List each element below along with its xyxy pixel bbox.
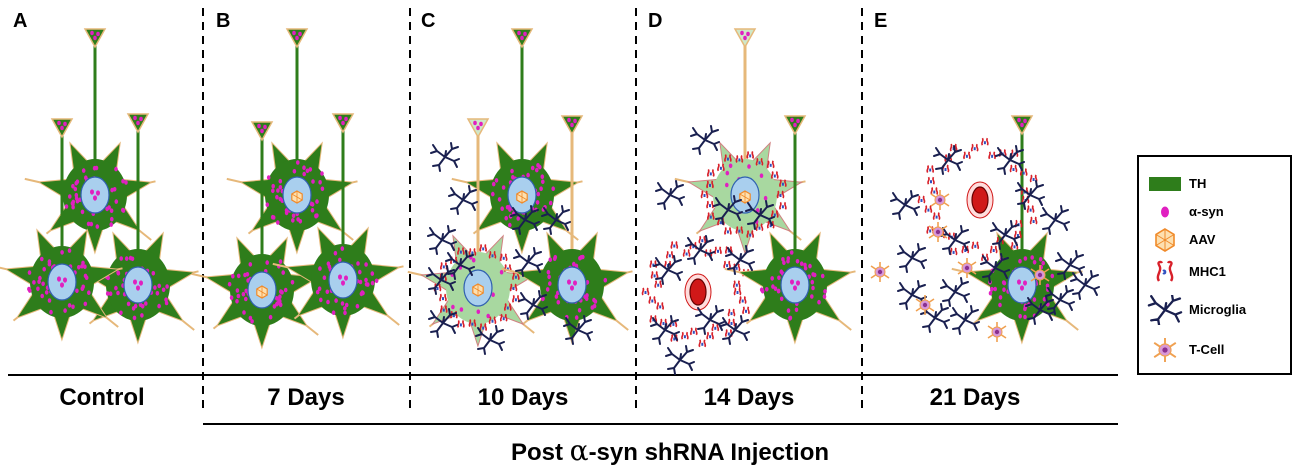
neurons-layer xyxy=(0,29,1082,348)
microglia-cell xyxy=(1071,271,1099,299)
microglia-cell xyxy=(951,306,979,334)
legend-label-mhc1: MHC1 xyxy=(1189,264,1226,279)
microglia-cell xyxy=(449,186,477,214)
bottom-caption: Post α-syn shRNA Injection xyxy=(370,434,970,467)
panel-label-21-days: 21 Days xyxy=(875,384,1075,412)
microglia-cell xyxy=(891,191,919,219)
panel-label-10-days: 10 Days xyxy=(423,384,623,412)
legend-label-th: TH xyxy=(1189,176,1206,191)
legend-item-th: TH xyxy=(1139,169,1289,199)
tcell-icon xyxy=(1147,337,1183,363)
microglia-cell xyxy=(941,278,969,306)
neuron xyxy=(227,29,358,253)
legend-label-tcell: T-Cell xyxy=(1189,342,1224,357)
panel-label-14-days: 14 Days xyxy=(649,384,849,412)
legend: TH α-syn AAV MHC1 xyxy=(1137,155,1292,375)
panel-letter-d: D xyxy=(648,10,662,33)
dying-neuron xyxy=(642,236,749,347)
asyn-dot-icon xyxy=(1147,199,1183,225)
panel-label-7-days: 7 Days xyxy=(206,384,406,412)
th-swatch-icon xyxy=(1147,171,1183,197)
tcell xyxy=(929,222,947,242)
panel-letter-e: E xyxy=(874,10,887,33)
mhc1-icon xyxy=(1147,259,1183,285)
microglia-cell xyxy=(721,316,749,344)
caption-alpha: α xyxy=(570,434,589,467)
microglia-icon xyxy=(1147,295,1183,325)
microglia-cell xyxy=(656,181,684,209)
neuron xyxy=(25,29,156,253)
panel-letter-a: A xyxy=(13,10,27,33)
legend-item-tcell: T-Cell xyxy=(1139,335,1289,365)
microglia-cell xyxy=(428,226,456,254)
microglia-cell xyxy=(431,143,459,171)
microglia-cell xyxy=(696,306,724,334)
legend-label-aav: AAV xyxy=(1189,232,1215,247)
tcell xyxy=(988,322,1006,342)
panel-letter-b: B xyxy=(216,10,230,33)
legend-item-aav: AAV xyxy=(1139,225,1289,255)
microglia-cell xyxy=(691,126,719,154)
aav-hexagon-icon xyxy=(1147,227,1183,253)
neuron xyxy=(452,29,583,253)
legend-item-mhc1: MHC1 xyxy=(1139,257,1289,287)
caption-suffix: -syn shRNA Injection xyxy=(589,439,829,466)
legend-label-microglia: Microglia xyxy=(1189,302,1246,317)
tcell xyxy=(871,262,889,282)
microglia-cell xyxy=(666,346,694,374)
microglia-cell xyxy=(654,256,682,284)
panel-label-control: Control xyxy=(2,384,202,412)
panel-letter-c: C xyxy=(421,10,435,33)
microglia-cell xyxy=(898,244,926,272)
legend-item-asyn: α-syn xyxy=(1139,197,1289,227)
microglia-cell xyxy=(1041,206,1069,234)
microglia-cell xyxy=(1016,181,1044,209)
legend-item-microglia: Microglia xyxy=(1139,295,1289,325)
caption-prefix: Post xyxy=(511,439,563,466)
legend-label-asyn: α-syn xyxy=(1189,204,1224,219)
